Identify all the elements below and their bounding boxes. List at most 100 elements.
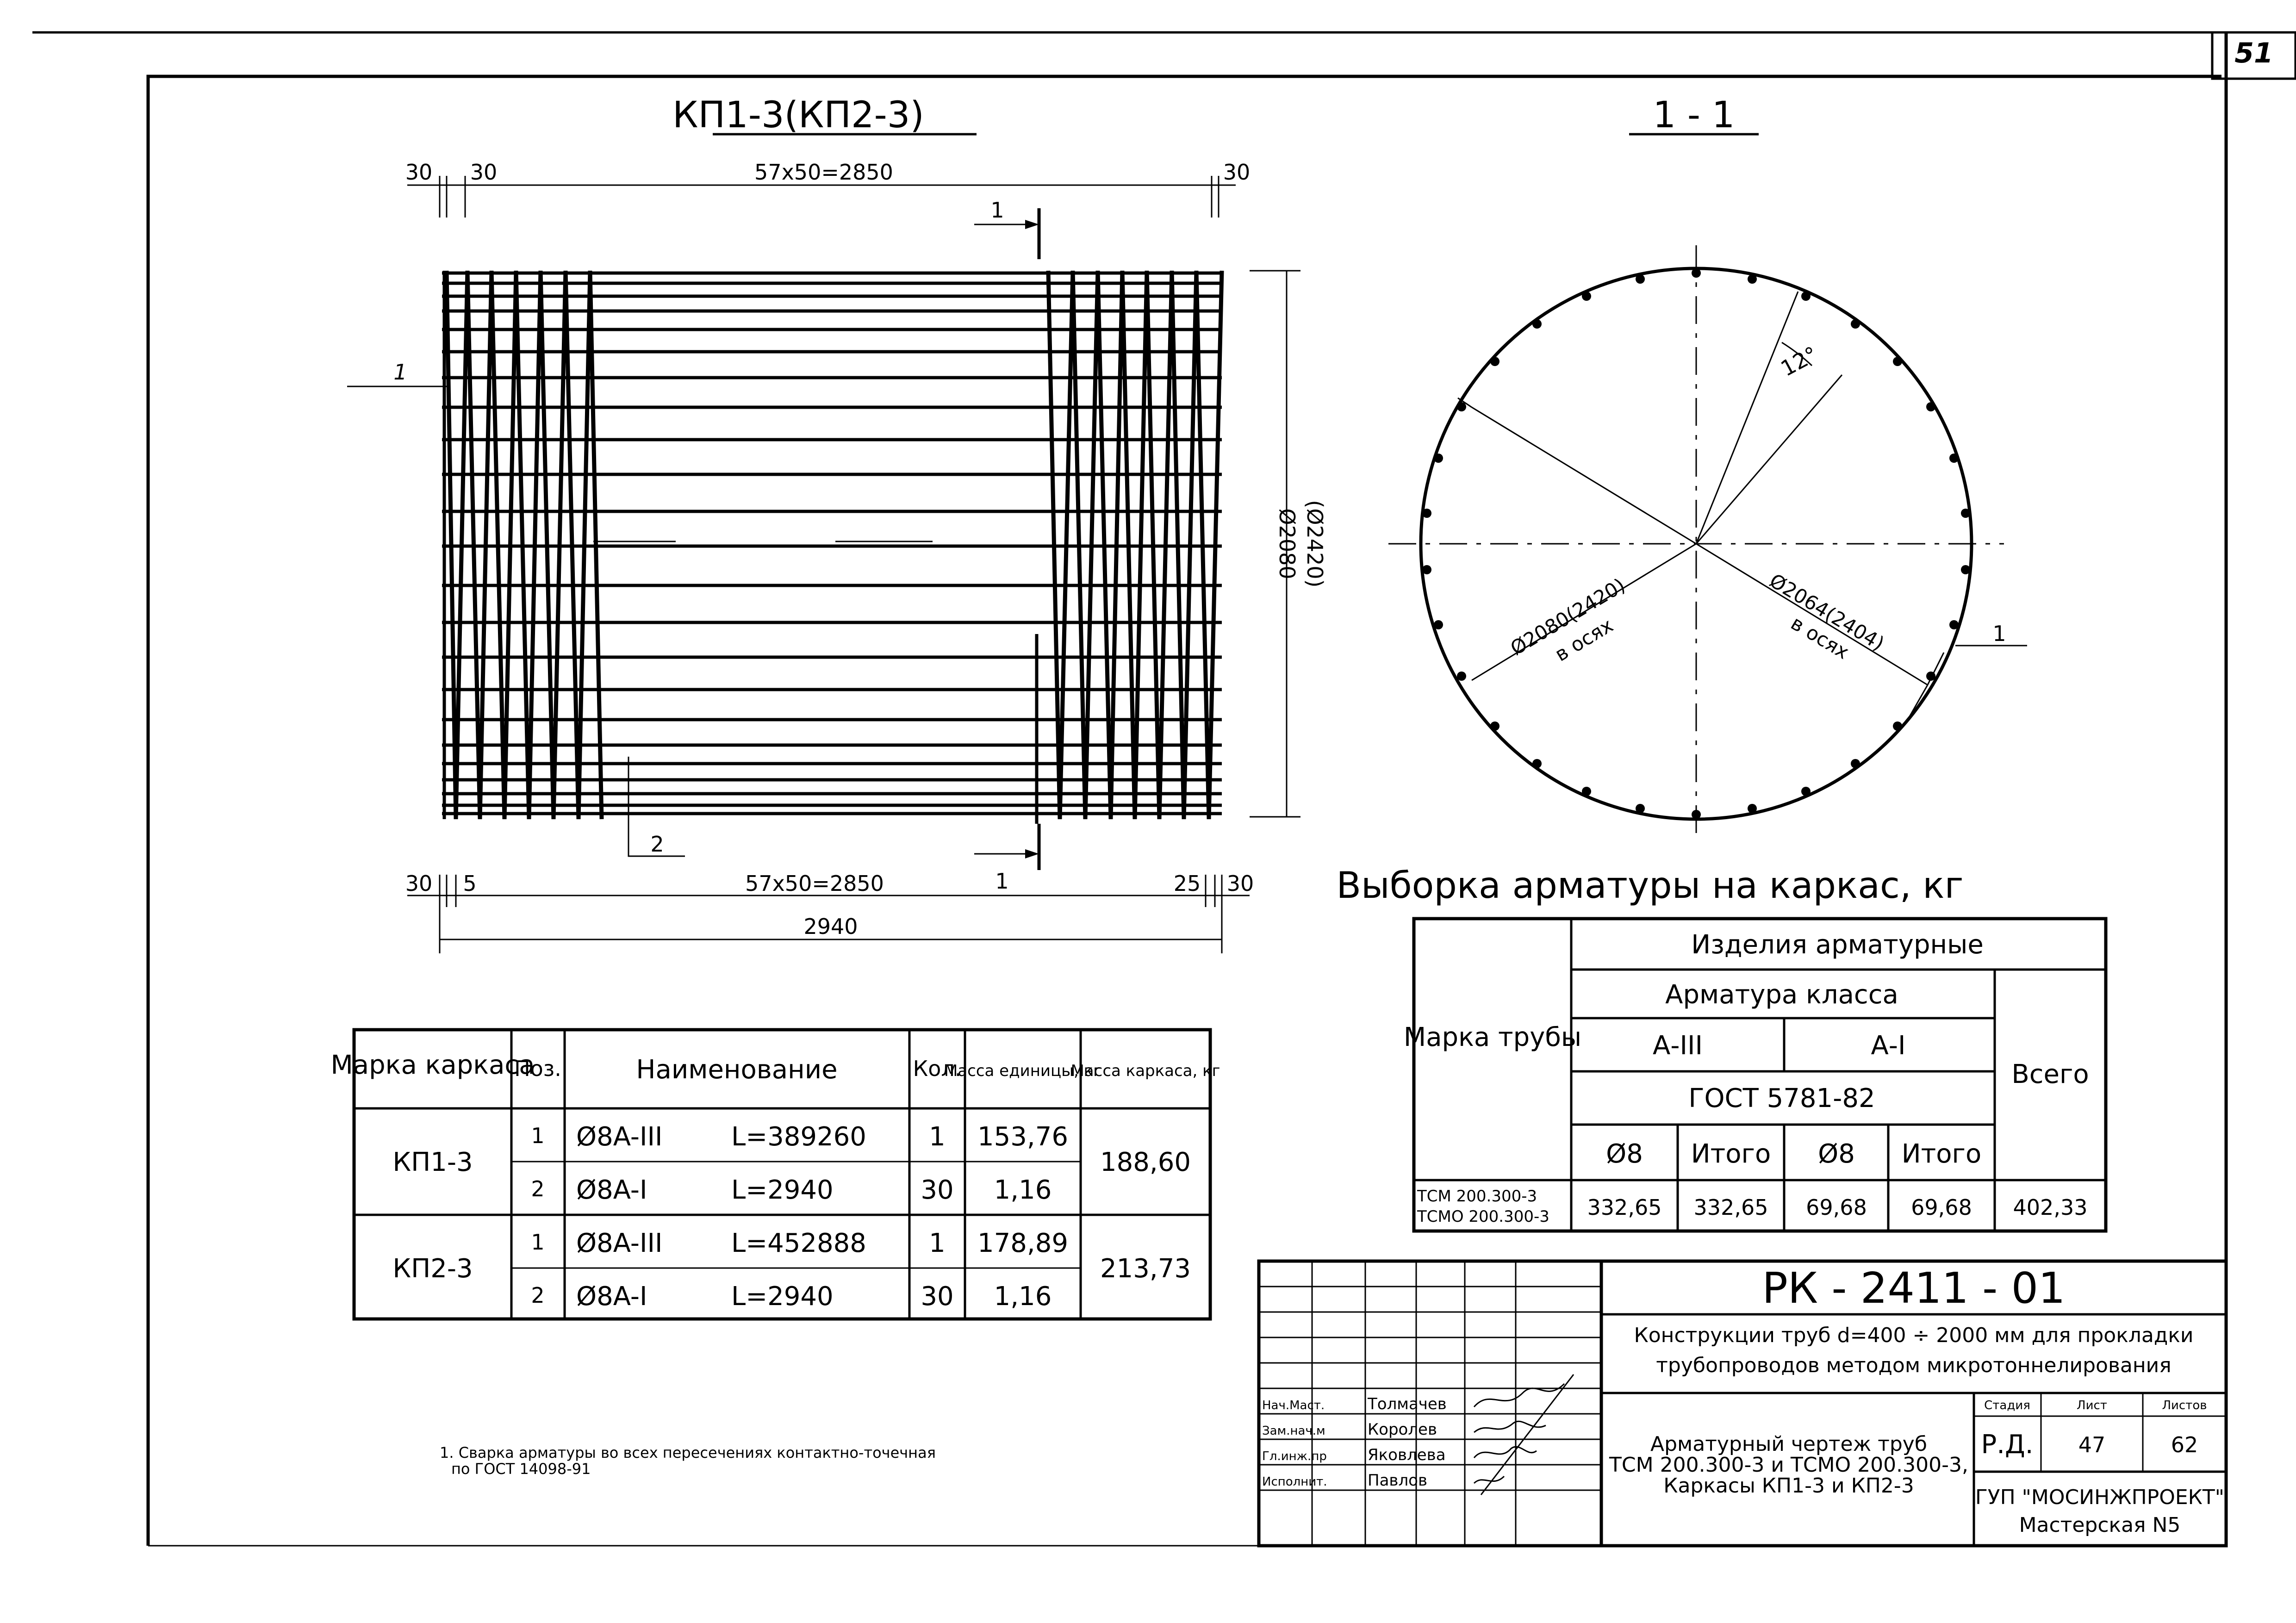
sel-val-3: 69,68 [1806, 1195, 1867, 1220]
spec-h-name: Наименование [636, 1055, 837, 1085]
sheet-line-1: Арматурный чертеж труб [1650, 1432, 1927, 1456]
spec-r4-length: L=2940 [731, 1281, 834, 1312]
spec-r2-unit-mass: 1,16 [994, 1175, 1052, 1205]
sheet-line-2: ТСМ 200.300-3 и ТСМО 200.300-3, [1609, 1453, 1968, 1477]
stage-value: Р.Д. [1981, 1430, 2033, 1460]
sheets-value: 62 [2171, 1432, 2198, 1457]
top-dimension: 30 30 57x50=2850 30 [405, 160, 1251, 218]
dim-bot-1: 30 [405, 871, 433, 896]
spec-h-mark: Марка каркаса [330, 1050, 535, 1080]
role-3: Гл.инж.пр [1262, 1449, 1327, 1463]
sel-subgroup: Арматура класса [1665, 980, 1898, 1010]
spec-r3-unit-mass: 178,89 [977, 1228, 1068, 1258]
section-title: 1 - 1 [1653, 94, 1735, 136]
sel-val-4: 69,68 [1911, 1195, 1972, 1220]
note-line-2: по ГОСТ 14098-91 [451, 1460, 591, 1478]
name-4: Павлов [1368, 1471, 1427, 1490]
section-view: 1 - 1 [1388, 94, 2027, 842]
dim-bot-2: 5 [463, 871, 476, 896]
spec-r3-pos: 1 [531, 1230, 544, 1255]
dim-bot-5: 30 [1227, 871, 1254, 896]
dim-top-left-1: 30 [405, 160, 433, 185]
name-2: Королев [1368, 1420, 1437, 1439]
sel-gost: ГОСТ 5781-82 [1688, 1083, 1875, 1113]
sheet-value: 47 [2078, 1432, 2106, 1457]
signatures [1473, 1374, 1574, 1495]
spec-r3-length: L=452888 [731, 1228, 866, 1258]
spec-h-unit-mass: Масса единицы, кг [944, 1062, 1101, 1080]
dim-total: 2940 [803, 914, 858, 939]
sel-row-mark-2: ТСМО 200.300-3 [1417, 1207, 1549, 1226]
spec-r3-frame-mass: 213,73 [1100, 1254, 1191, 1284]
height-dimension: Ø2080 (Ø2420) [1250, 270, 1327, 818]
cage-longitudinal-bars [442, 271, 1222, 815]
note-line-1: 1. Сварка арматуры во всех пересечениях … [440, 1444, 936, 1461]
page-number: 51 [2234, 37, 2273, 69]
spec-r4-name: Ø8A-I [576, 1281, 647, 1312]
spec-r2-name: Ø8A-I [576, 1175, 647, 1205]
sheet-line-3: Каркасы КП1-3 и КП2-3 [1663, 1474, 1914, 1498]
sel-class-a3: А-III [1653, 1031, 1703, 1061]
spec-r1-name: Ø8A-III [576, 1122, 663, 1152]
spec-r3-mark: КП2-3 [392, 1254, 473, 1284]
sel-class-a1: А-I [1871, 1031, 1905, 1061]
section-mark-top: 1 [990, 198, 1004, 223]
workshop-name: Мастерская N5 [2019, 1513, 2181, 1537]
spec-r1-pos: 1 [531, 1123, 544, 1148]
spec-table: Марка каркаса Поз. Наименование Кол. Мас… [330, 1028, 1220, 1321]
spec-r4-unit-mass: 1,16 [994, 1281, 1052, 1312]
sel-val-1: 332,65 [1587, 1195, 1662, 1220]
spec-r3-qty: 1 [929, 1228, 946, 1258]
sel-group: Изделия арматурные [1691, 930, 1984, 960]
spec-r1-frame-mass: 188,60 [1100, 1147, 1191, 1177]
sel-total-a1: Итого [1902, 1139, 1981, 1169]
frame-elevation-view: КП1-3(КП2-3) 30 30 57x50=2850 30 1 1 [347, 94, 1327, 953]
name-1: Толмачев [1367, 1395, 1447, 1413]
cage-spiral-left [444, 270, 933, 820]
bottom-dimensions: 30 5 57x50=2850 25 30 2940 [405, 871, 1254, 953]
drawing-note: 1. Сварка арматуры во всех пересечениях … [440, 1444, 936, 1478]
cage-spiral-right [1035, 270, 1224, 824]
pos-callout-1: 1 [393, 360, 407, 385]
dim-height: Ø2080 [1275, 508, 1300, 579]
sheet-label: Лист [2077, 1399, 2107, 1412]
pos-callout-2: 2 [650, 832, 664, 857]
sel-total-a3: Итого [1691, 1139, 1771, 1169]
sel-row-mark-1: ТСМ 200.300-3 [1417, 1187, 1537, 1206]
spec-r1-mark: КП1-3 [392, 1147, 473, 1177]
selection-table-title: Выборка арматуры на каркас, кг [1336, 865, 1963, 907]
sel-d8-a1: Ø8 [1818, 1139, 1855, 1169]
org-name: ГУП "МОСИНЖПРОЕКТ" [1975, 1486, 2224, 1509]
spec-r3-name: Ø8A-III [576, 1228, 663, 1258]
project-line-1: Конструкции труб d=400 ÷ 2000 мм для про… [1634, 1324, 2194, 1347]
stage-label: Стадия [1984, 1399, 2030, 1412]
dim-top-right: 30 [1223, 160, 1251, 185]
sheets-label: Листов [2162, 1399, 2207, 1412]
dim-top-span: 57x50=2850 [754, 160, 893, 185]
spec-r2-qty: 30 [921, 1175, 953, 1205]
spec-h-frame-mass: Масса каркаса, кг [1070, 1062, 1220, 1080]
name-3: Яковлева [1368, 1446, 1446, 1464]
sel-val-5: 402,33 [2013, 1195, 2088, 1220]
section-pos-callout: 1 [1992, 621, 2006, 646]
project-line-2: трубопроводов методом микротоннелировани… [1656, 1354, 2171, 1377]
cage-end-bar: 1 2 [347, 271, 685, 857]
longitudinal-bar-dots [1422, 268, 1970, 819]
spec-r1-length: L=389260 [731, 1122, 866, 1152]
angle-label: 12° [1777, 342, 1822, 381]
spec-r1-qty: 1 [929, 1122, 946, 1152]
doc-code: РК - 2411 - 01 [1762, 1263, 2065, 1313]
section-mark-bottom: 1 [995, 869, 1008, 894]
spec-h-qty: Кол. [913, 1056, 962, 1081]
title-block: Нач.Маст. Зам.нач.м Гл.инж.пр Исполнит. … [1257, 1259, 2228, 1548]
section-cut-marks: 1 1 [974, 198, 1041, 894]
sel-total: Всего [2011, 1059, 2089, 1089]
role-1: Нач.Маст. [1262, 1399, 1325, 1412]
role-4: Исполнит. [1262, 1475, 1327, 1489]
spec-h-pos: Поз. [514, 1056, 561, 1081]
dim-top-left-2: 30 [470, 160, 498, 185]
spec-r4-qty: 30 [921, 1281, 953, 1312]
spec-r2-pos: 2 [531, 1176, 544, 1201]
dim-height-alt: (Ø2420) [1302, 500, 1327, 587]
